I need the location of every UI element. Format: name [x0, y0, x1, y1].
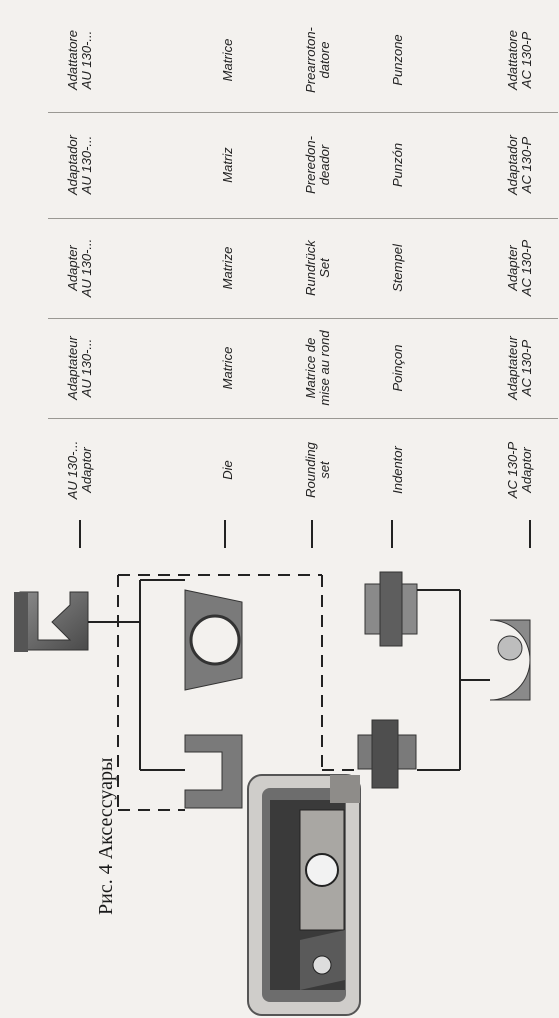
au130-adaptor-image [14, 592, 88, 652]
cell-text: Stempel [391, 244, 405, 292]
cell-text: Punzón [391, 143, 405, 187]
die-image [185, 590, 242, 690]
cell-text: Adaptador AU 130-... [66, 135, 94, 195]
cell-text: Rounding set [304, 442, 332, 498]
cell-text: Rundrück Set [304, 240, 332, 296]
indentor-image [365, 572, 417, 646]
cell-it-indentor: Punzone [376, 0, 420, 140]
cell-text: Adattatore AU 130-... [66, 30, 94, 90]
cell-text: Adattatore AC 130-P [506, 30, 534, 90]
cell-text: Matrice [221, 39, 235, 82]
cell-it-rounding-set: Prearroton- datore [296, 0, 340, 140]
cell-it-die: Matrice [206, 0, 250, 140]
cell-text: Preredon- deador [304, 136, 332, 194]
cell-text: Matrice [221, 347, 235, 390]
cell-it-ac130p-adaptor: Adattatore AC 130-P [498, 0, 542, 140]
cell-text: Adaptador AC 130-P [506, 135, 534, 195]
cell-text: Adapter AU 130-... [66, 239, 94, 298]
figure-caption: Рис. 4 Аксессуары [95, 758, 118, 915]
cell-text: Adapter AC 130-P [506, 240, 534, 296]
rounding-set-image [358, 720, 416, 788]
cell-text: Poinçon [391, 345, 405, 392]
cell-text: Matrize [221, 247, 235, 290]
ac130p-adaptor-image [490, 620, 530, 700]
cell-text: AC 130-P Adaptor [506, 442, 534, 498]
cell-text: Die [221, 460, 235, 480]
cell-text: Matriz [221, 147, 235, 182]
cell-it-au130-adaptor: Adattatore AU 130-... [58, 0, 102, 140]
tool-head-image [248, 775, 360, 1015]
cell-text: AU 130-... Adaptor [66, 441, 94, 500]
tree-lines [88, 580, 490, 770]
u-adaptor-image [185, 735, 242, 808]
cell-text: Punzone [391, 34, 405, 85]
cell-text: Prearroton- datore [304, 27, 332, 93]
cell-text: Indentor [391, 446, 405, 494]
